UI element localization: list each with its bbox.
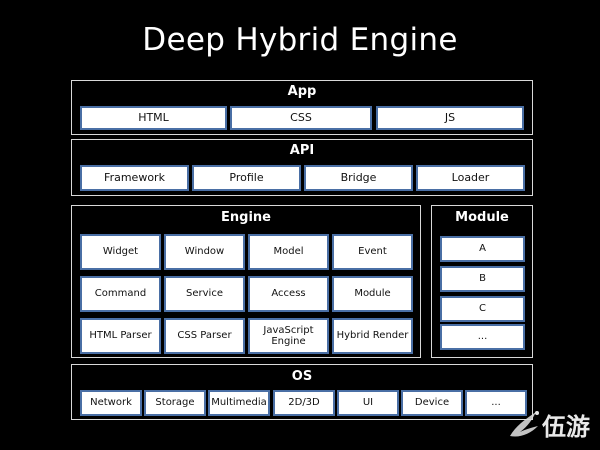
bird-icon [510, 411, 539, 437]
engine-panel: Engine Widget Window Model Event Command… [71, 205, 421, 358]
engine-item-access: Access [248, 276, 329, 312]
watermark-logo [506, 406, 592, 442]
watermark-text: 伍游 [542, 413, 590, 441]
os-item-more: ... [465, 390, 527, 416]
api-item-framework: Framework [80, 165, 189, 191]
engine-panel-title: Engine [221, 210, 271, 225]
api-panel: API Framework Profile Bridge Loader [71, 139, 533, 196]
engine-item-event: Event [332, 234, 413, 270]
engine-item-service: Service [164, 276, 245, 312]
diagram-title: Deep Hybrid Engine [142, 22, 458, 58]
os-item-network: Network [80, 390, 142, 416]
module-item-a: A [440, 236, 525, 262]
engine-item-hybrid-render: Hybrid Render [332, 318, 413, 354]
engine-item-module: Module [332, 276, 413, 312]
os-item-multimedia: Multimedia [208, 390, 270, 416]
engine-item-command: Command [80, 276, 161, 312]
module-item-c: C [440, 296, 525, 322]
engine-item-css-parser: CSS Parser [164, 318, 245, 354]
module-panel-title: Module [455, 210, 509, 225]
engine-item-html-parser: HTML Parser [80, 318, 161, 354]
engine-item-widget: Widget [80, 234, 161, 270]
app-item-html: HTML [80, 106, 227, 130]
app-item-js: JS [376, 106, 524, 130]
module-panel: Module A B C ... [431, 205, 533, 358]
api-item-bridge: Bridge [304, 165, 413, 191]
engine-item-model: Model [248, 234, 329, 270]
os-item-device: Device [401, 390, 463, 416]
os-panel-title: OS [291, 369, 313, 384]
engine-item-window: Window [164, 234, 245, 270]
api-item-loader: Loader [416, 165, 525, 191]
module-item-b: B [440, 266, 525, 292]
api-item-profile: Profile [192, 165, 301, 191]
module-item-more: ... [440, 324, 525, 350]
os-item-ui: UI [337, 390, 399, 416]
app-item-css: CSS [230, 106, 372, 130]
os-item-2d3d: 2D/3D [273, 390, 335, 416]
api-panel-title: API [289, 143, 315, 158]
app-panel: App HTML CSS JS [71, 80, 533, 135]
app-panel-title: App [287, 84, 317, 99]
engine-item-javascript-engine: JavaScript Engine [248, 318, 329, 354]
os-panel: OS Network Storage Multimedia 2D/3D UI D… [71, 364, 533, 420]
os-item-storage: Storage [144, 390, 206, 416]
